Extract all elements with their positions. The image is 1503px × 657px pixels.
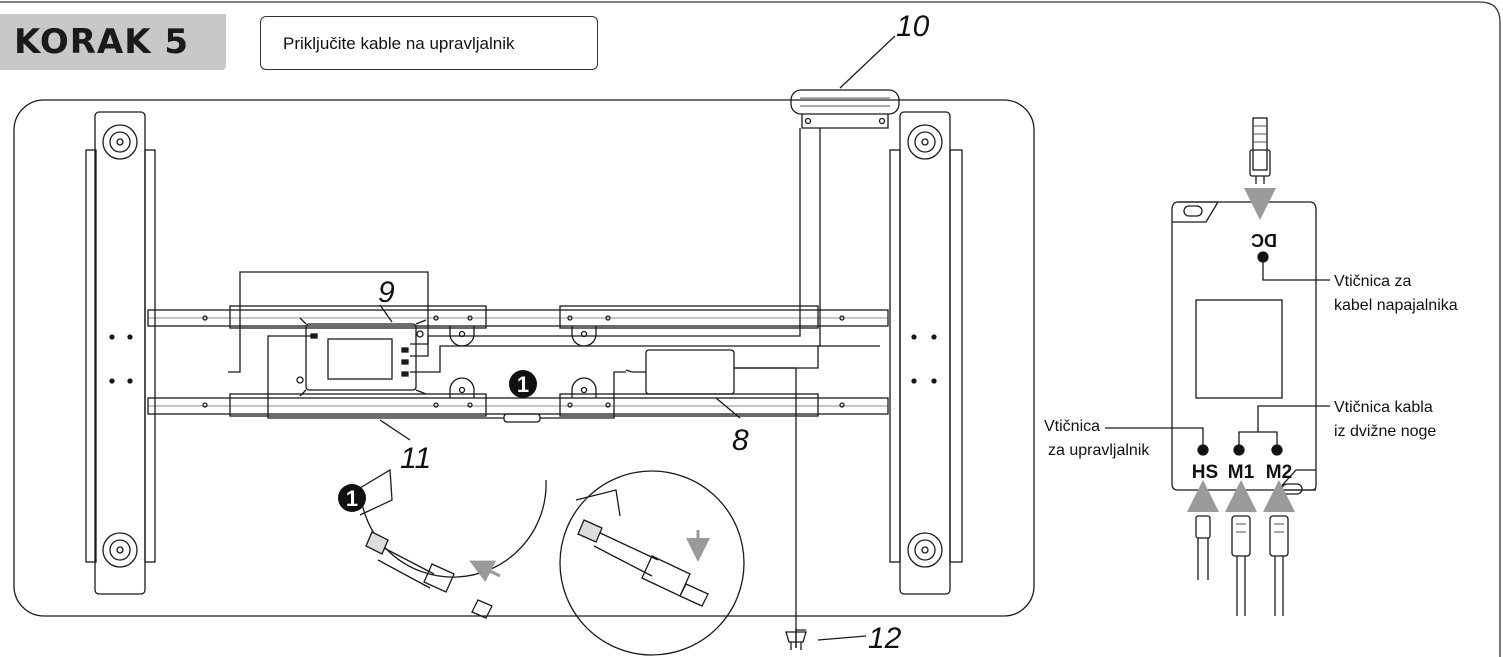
instruction-box [260, 16, 598, 70]
detail-marker-top [509, 370, 537, 398]
dc-plug-icon [1244, 117, 1276, 220]
port-dots [1105, 251, 1330, 456]
callout-power-supply: 8 [732, 424, 749, 457]
step-badge [0, 14, 226, 70]
callout-extension-cable: 11 [400, 442, 431, 475]
detail-marker-top-label: 1 [517, 372, 529, 397]
callout-power-plug: 12 [868, 622, 902, 655]
dc-socket-label-1: Vtičnica za [1334, 273, 1411, 290]
port-label-hs: HS [1192, 462, 1218, 483]
left-leg [85, 111, 156, 595]
table-top-outline [13, 99, 1035, 617]
hs-socket-label-1: Vtičnica [1044, 418, 1100, 435]
handset [790, 89, 900, 129]
bottom-cable-plugs [1187, 480, 1295, 616]
upper-crossbeam [147, 305, 889, 329]
callout-control-box: 9 [378, 276, 395, 309]
control-box [296, 317, 427, 397]
hs-socket-label-2: za upravljalnik [1048, 442, 1150, 459]
callout-handset: 10 [896, 10, 930, 43]
motor-socket-label-2: iz dvižne noge [1334, 423, 1436, 440]
port-label-m1: M1 [1228, 462, 1255, 483]
power-plug [785, 631, 807, 650]
detail-marker-bottom-label: 1 [346, 486, 358, 511]
port-label-m2: M2 [1266, 462, 1292, 483]
instruction-text: Priključite kable na upravljalnik [283, 34, 515, 53]
detail-marker-bottom [338, 484, 366, 512]
cables [228, 128, 880, 648]
step-title: KORAK 5 [14, 22, 190, 62]
callout-leaders [379, 35, 896, 641]
detail-circle-unplugged [359, 468, 547, 619]
right-leg [889, 111, 963, 595]
dc-socket-label-2: kabel napajalnika [1334, 297, 1458, 314]
detail-circle-plugged [559, 470, 745, 656]
port-label-dc: DC [1251, 230, 1277, 250]
motor-socket-label-1: Vtičnica kabla [1334, 399, 1433, 416]
